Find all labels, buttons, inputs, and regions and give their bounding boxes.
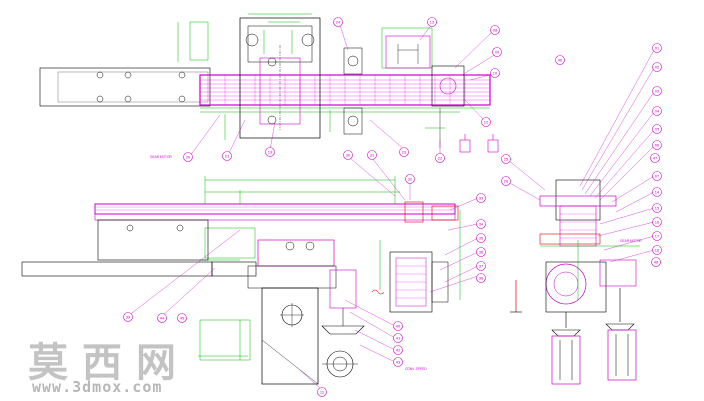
bubble-label: 25 [504, 157, 509, 162]
bubble-label: 41 [396, 336, 401, 341]
bubble-label: 10 [493, 71, 498, 76]
bubble-label: 08 [493, 28, 498, 33]
note-gear-motor-right: GEAR MOTOR [620, 239, 642, 243]
bubble-label: 15 [655, 206, 660, 211]
bubble-label: 26 [504, 179, 509, 184]
bubble-label: 04 [655, 109, 660, 114]
bubble-label: 42 [396, 348, 401, 353]
bubble-label: 18 [655, 248, 660, 253]
bubble-label: 48 [654, 260, 659, 265]
bubble-label: 32 [408, 177, 413, 182]
bubble-label: 14 [655, 190, 660, 195]
bubble-label: 02 [655, 65, 660, 70]
bubble-label: 31 [370, 153, 375, 158]
bubble-label: 33 [479, 196, 484, 201]
bubble-label: 06 [655, 143, 660, 148]
bubble-label: 39 [126, 315, 131, 320]
bubble-label: 22 [438, 156, 443, 161]
side-view-assembly: 01 02 03 04 05 06 07 14 15 16 17 18 25 2… [501, 43, 662, 385]
note-gear-motor-top: GEAR MOTOR [150, 155, 172, 159]
bubble-label: 38 [479, 276, 484, 281]
bubble-label: 40 [396, 324, 401, 329]
bubble-label: 07 [655, 174, 660, 179]
bubble-label: 47 [653, 156, 658, 161]
note-speed: CONV. SPEED [405, 367, 427, 371]
bubble-label: 46 [558, 58, 563, 63]
bubble-label: 30 [346, 153, 351, 158]
bubble-label: 05 [655, 127, 660, 132]
front-view-assembly: 30 31 32 33 34 35 36 37 38 39 [21, 55, 661, 397]
bubble-label: 37 [479, 264, 484, 269]
bubble-label: 36 [479, 250, 484, 255]
bubble-label: 43 [396, 360, 401, 365]
bubble-label: 16 [655, 220, 660, 225]
bubble-label: 09 [495, 50, 500, 55]
bubble-label: 24 [336, 20, 341, 25]
top-view-assembly: 24 13 08 09 10 12 22 23 21 19 20 GEAR MO… [39, 13, 502, 163]
bubble-label: 01 [655, 46, 660, 51]
bubble-label: 34 [479, 222, 484, 227]
watermark-chinese: 莫西网 [28, 340, 190, 386]
bubble-label: 12 [484, 120, 489, 125]
bubble-label: 11 [320, 390, 325, 395]
bubble-label: 23 [402, 150, 407, 155]
bubble-label: 17 [655, 234, 660, 239]
bubble-label: 35 [479, 236, 484, 241]
bubble-label: 19 [268, 150, 273, 155]
bubble-label: 20 [186, 155, 191, 160]
bubble-label: 13 [430, 20, 435, 25]
bubble-label: 21 [225, 154, 230, 159]
bubble-label: 45 [180, 316, 185, 321]
watermark-url: www.3dmox.com [32, 378, 163, 396]
bubble-label: 03 [655, 89, 660, 94]
bubble-label: 44 [160, 316, 165, 321]
